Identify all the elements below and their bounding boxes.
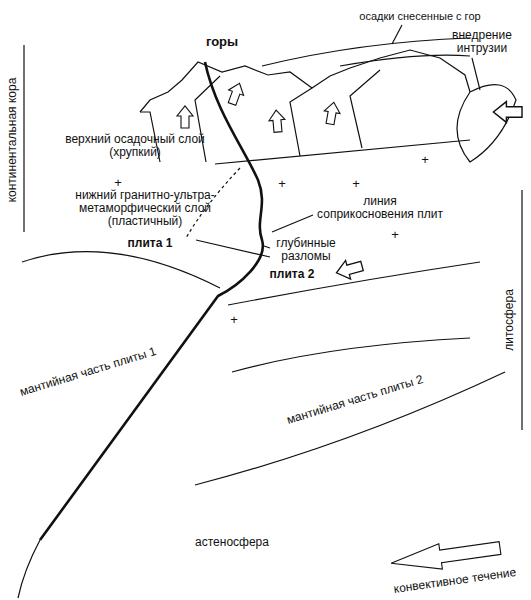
block-arrow: [493, 102, 522, 123]
crust-sign: +: [352, 177, 360, 191]
label: верхний осадочный слой (хрупкий): [60, 133, 210, 159]
plate-boundary: [22, 252, 220, 288]
lithosphere-bracket: [521, 190, 522, 430]
intrusion: [457, 85, 516, 162]
label: глубинные разломы: [271, 237, 341, 263]
mountain-block: [290, 88, 312, 156]
mountain-block: [195, 76, 220, 162]
block-arrow: [224, 81, 247, 107]
lithosphere-base: [18, 540, 40, 598]
leader-line: [196, 240, 270, 257]
label: мантийная часть плиты 1: [18, 345, 158, 399]
label: астеносфера: [195, 536, 269, 549]
mantle-boundary: [195, 372, 505, 485]
label: осадки снесенные с гор: [359, 10, 480, 22]
crust-sign: +: [421, 153, 429, 167]
block-arrow: [268, 109, 286, 132]
label: внедрение интрузии: [437, 29, 527, 55]
label: плита 2: [270, 268, 315, 281]
label: нижний гранитно-ультра-метаморфический с…: [43, 189, 248, 229]
crust-sign: +: [391, 228, 399, 242]
block-arrow: [322, 101, 342, 125]
label: плита 1: [128, 237, 173, 250]
leader-line: [272, 215, 313, 232]
mountain-block: [350, 70, 380, 148]
label: конвективное течение: [393, 566, 517, 596]
label: горы: [206, 35, 238, 49]
label: континентальная кора: [6, 78, 19, 203]
label: мантийная часть плиты 2: [285, 373, 425, 427]
leader-line: [392, 25, 402, 44]
leader-line: [264, 246, 270, 248]
crust-bracket: [23, 45, 24, 232]
sediment-line: [262, 38, 470, 66]
sediment-line: [340, 55, 470, 66]
mountain-outline: [140, 50, 470, 112]
block-arrow: [334, 257, 364, 282]
mantle-boundary: [232, 338, 470, 372]
crust-sign: +: [230, 313, 238, 327]
label: линия соприкосновения плит: [315, 195, 445, 221]
leader-line: [472, 58, 480, 90]
plate-contact-line: [40, 62, 263, 540]
layer-boundary: [215, 140, 470, 164]
block-arrow: [177, 106, 193, 128]
crust-sign: +: [114, 176, 122, 190]
label: литосфера: [503, 289, 516, 351]
crust-sign: +: [278, 177, 286, 191]
